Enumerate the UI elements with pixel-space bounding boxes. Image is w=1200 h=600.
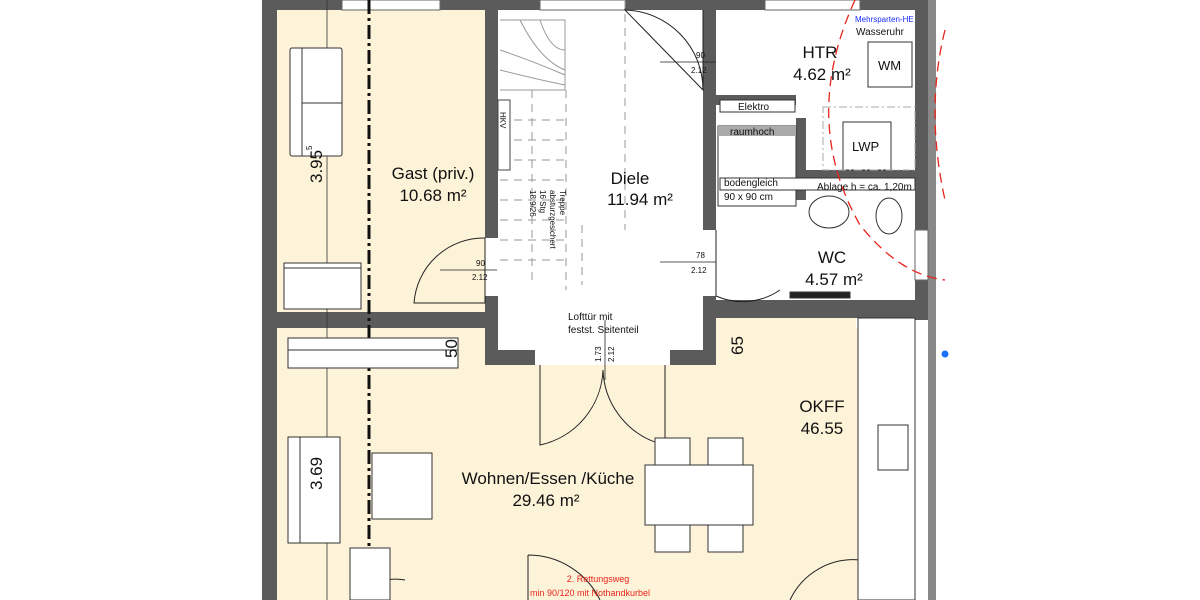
okff-value: 46.55 — [801, 419, 844, 438]
door-loft-width: 1.73 — [594, 346, 603, 362]
lwp-label: LWP — [852, 139, 879, 154]
rettungsweg-label: 2. Rettungsweg — [567, 574, 630, 584]
wm-label: WM — [878, 58, 901, 73]
hkv-label: HKV — [498, 112, 507, 129]
door-htr-width: 90 — [696, 51, 705, 60]
dimension-50: 50 — [442, 339, 461, 358]
room-wc-name: WC — [818, 248, 846, 267]
room-gast-area: 10.68 m² — [399, 186, 466, 205]
gast-height-sup: 5 — [305, 145, 314, 150]
dusche-size-label: 90 x 90 cm — [724, 192, 773, 203]
dimension-65: 65 — [728, 336, 747, 355]
treppe-steps-label: 16 Stg — [538, 190, 547, 213]
lofttuer-seitenteil-label: festst. Seitenteil — [568, 325, 639, 336]
room-diele-name: Diele — [611, 169, 650, 188]
room-wohnen-area: 29.46 m² — [512, 491, 579, 510]
room-gast-name: Gast (priv.) — [392, 164, 475, 183]
door-gast-width: 90 — [476, 259, 485, 268]
door-wc-height: 2.12 — [691, 266, 707, 275]
treppe-absturz-label: absturzgesichert — [548, 190, 557, 249]
gast-height-dimension: 3.95 — [307, 150, 326, 183]
room-htr-name: HTR — [803, 43, 838, 62]
bodengleich-label: bodengleich — [724, 178, 778, 189]
room-diele-area: 11.94 m² — [607, 190, 673, 209]
door-gast-height: 2.12 — [472, 273, 488, 282]
staircase — [497, 0, 626, 290]
room-wc-area: 4.57 m² — [805, 270, 863, 289]
blue-marker-dot — [941, 350, 949, 358]
wohnen-height-dimension: 3.69 — [307, 457, 326, 490]
door-loft-height: 2.12 — [607, 346, 616, 362]
door-htr-height: 2.12 — [691, 66, 707, 75]
room-wohnen-name: Wohnen/Essen /Küche — [462, 469, 635, 488]
mehrsparten-label: Mehrsparten-HE — [855, 15, 914, 24]
room-htr-area: 4.62 m² — [793, 65, 851, 84]
door-swing-dashed-arc — [828, 0, 946, 281]
ablage-label: Ablage h = ca. 1,20m — [817, 182, 912, 193]
wasseruhr-label: Wasseruhr — [856, 27, 905, 38]
raumhoch-label: raumhoch — [730, 127, 774, 138]
okff-label: OKFF — [799, 397, 844, 416]
elektro-label: Elektro — [738, 102, 770, 113]
door-wc-width: 78 — [696, 251, 705, 260]
treppe-ratio-label: 18.9/26 — [528, 190, 537, 217]
treppe-label: Treppe — [558, 190, 567, 216]
rettungsweg-detail: min 90/120 mit Nothandkurbel — [530, 588, 650, 598]
furniture — [283, 41, 916, 600]
lofttuer-label: Lofttür mit — [568, 312, 613, 323]
